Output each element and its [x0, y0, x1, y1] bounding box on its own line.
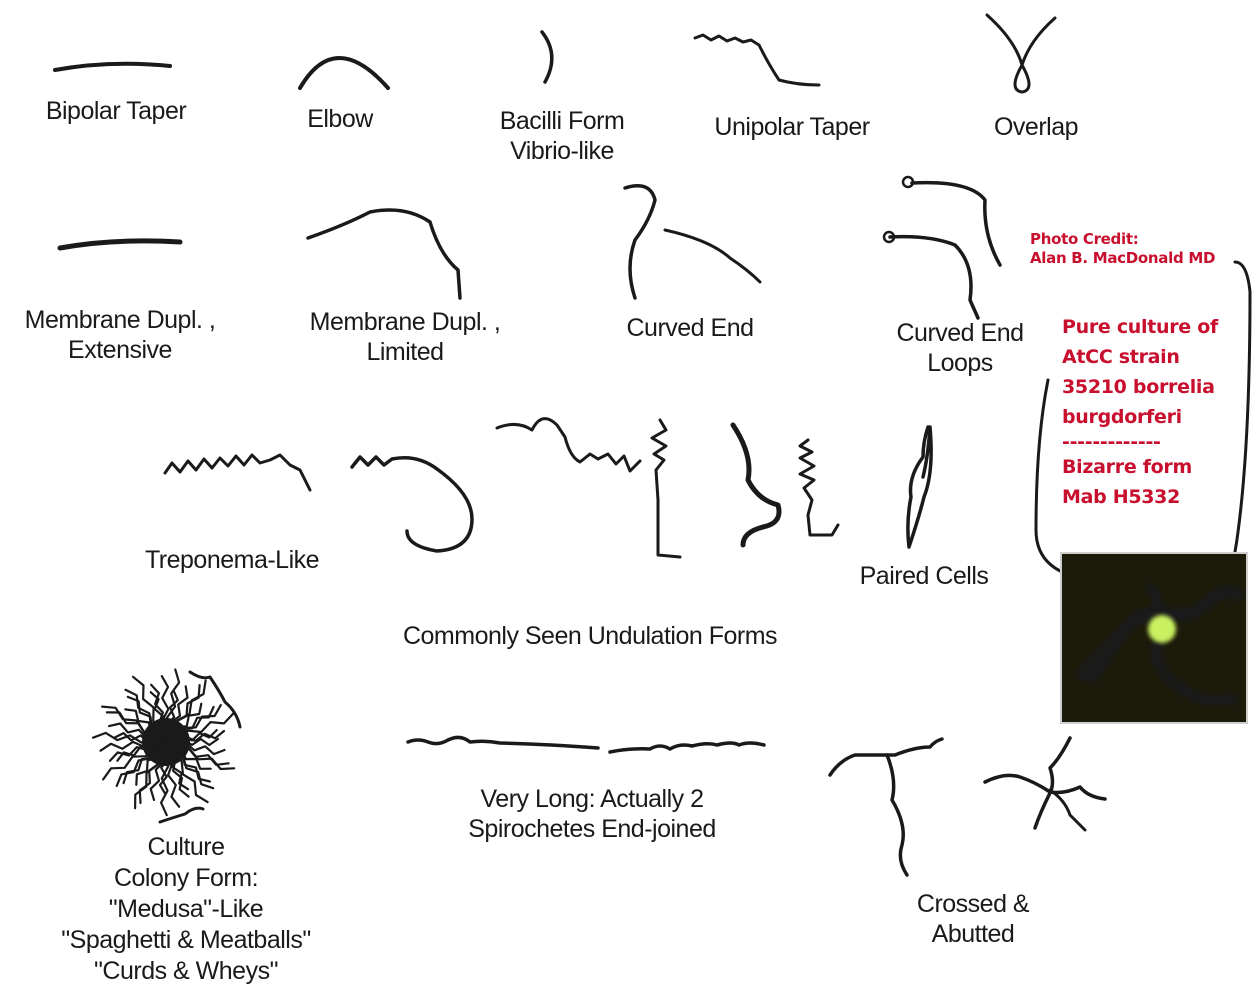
label-text: Elbow — [307, 104, 373, 134]
curved-end-shape-1 — [625, 186, 655, 298]
membrane-limited-label: Membrane Dupl. , Limited — [310, 307, 501, 367]
label-text: Bacilli Form — [500, 106, 625, 136]
photo-credit-annotation: Photo Credit: Alan B. MacDonald MD — [1030, 230, 1215, 268]
unipolar-taper-shape — [695, 35, 819, 85]
fluorescent-spirochetes-image — [1062, 554, 1246, 722]
undulation-shape-4 — [733, 425, 779, 545]
curved-end-loops-label: Curved End Loops — [896, 318, 1023, 378]
label-text: Bipolar Taper — [46, 96, 186, 126]
label-text: Curved End — [626, 313, 753, 343]
unipolar-taper-label: Unipolar Taper — [714, 112, 869, 142]
crossed-abutted-label: Crossed & Abutted — [917, 889, 1029, 949]
very-long-spirochete-1 — [408, 737, 598, 748]
label-text: Very Long: Actually 2 — [468, 784, 716, 814]
very-long-label: Very Long: Actually 2 Spirochetes End-jo… — [468, 784, 716, 844]
label-text: Unipolar Taper — [714, 112, 869, 142]
bacilli-form-label: Bacilli Form Vibrio-like — [500, 106, 625, 166]
abutted-shape-2 — [1035, 738, 1070, 828]
bipolar-taper-label: Bipolar Taper — [46, 96, 186, 126]
label-text: Loops — [896, 348, 1023, 378]
separator-line: ------------- — [1062, 432, 1218, 452]
culture-line: AtCC strain — [1062, 342, 1218, 372]
label-text: Vibrio-like — [500, 136, 625, 166]
abutted-shape-3 — [1050, 790, 1085, 830]
elbow-label: Elbow — [307, 104, 373, 134]
label-text: Spirochetes End-joined — [468, 814, 716, 844]
curved-loops-shape-1 — [912, 183, 1000, 265]
label-text: Colony Form: — [61, 863, 310, 894]
culture-line: Pure culture of — [1062, 312, 1218, 342]
bipolar-taper-shape — [55, 64, 170, 70]
undulation-caption: Commonly Seen Undulation Forms — [403, 621, 777, 651]
culture-line: burgdorferi — [1062, 402, 1218, 432]
culture-annotation: Pure culture of AtCC strain 35210 borrel… — [1062, 312, 1218, 512]
label-text: Abutted — [917, 919, 1029, 949]
label-text: Limited — [310, 337, 501, 367]
label-text: Extensive — [25, 335, 216, 365]
culture-line: 35210 borrelia — [1062, 372, 1218, 402]
crossed-shape-2 — [887, 755, 907, 875]
label-text: Overlap — [994, 112, 1078, 142]
curved-loops-shape-2 — [890, 237, 978, 318]
annotation-arrow-right — [1223, 262, 1250, 592]
membrane-extensive-label: Membrane Dupl. , Extensive — [25, 305, 216, 365]
micrograph-photo — [1060, 552, 1248, 724]
bacilli-form-shape — [542, 32, 552, 82]
paired-cells-label: Paired Cells — [860, 561, 989, 591]
credit-line: Photo Credit: — [1030, 230, 1215, 249]
undulation-shape-1 — [352, 457, 472, 551]
curved-end-shape-2 — [665, 230, 760, 282]
treponema-shape — [165, 455, 310, 490]
curved-end-label: Curved End — [626, 313, 753, 343]
undulation-shape-2 — [497, 419, 640, 471]
label-text: Culture — [61, 832, 310, 863]
credit-line: Alan B. MacDonald MD — [1030, 249, 1215, 268]
label-text: Crossed & — [917, 889, 1029, 919]
overlap-shape — [987, 15, 1055, 92]
label-text: Treponema-Like — [145, 545, 319, 575]
paired-cells-shape — [908, 427, 931, 547]
label-text: "Spaghetti & Meatballs" — [61, 925, 310, 956]
label-text: "Curds & Wheys" — [61, 956, 310, 987]
bizarre-line: Mab H5332 — [1062, 482, 1218, 512]
elbow-shape — [300, 58, 388, 88]
medusa-colony-shape — [93, 670, 234, 816]
undulation-shape-3 — [652, 420, 680, 557]
bizarre-line: Bizarre form — [1062, 452, 1218, 482]
treponema-label: Treponema-Like — [145, 545, 319, 575]
undulation-shape-5 — [800, 440, 838, 535]
label-text: Commonly Seen Undulation Forms — [403, 621, 777, 651]
very-long-spirochete-2 — [610, 743, 764, 752]
abutted-shape-1 — [985, 775, 1105, 799]
label-text: "Medusa"-Like — [61, 894, 310, 925]
label-text: Paired Cells — [860, 561, 989, 591]
culture-colony-label: Culture Colony Form: "Medusa"-Like "Spag… — [61, 832, 310, 987]
label-text: Membrane Dupl. , — [310, 307, 501, 337]
label-text: Curved End — [896, 318, 1023, 348]
membrane-extensive-shape — [60, 241, 180, 248]
overlap-label: Overlap — [994, 112, 1078, 142]
membrane-limited-shape — [308, 210, 460, 298]
label-text: Membrane Dupl. , — [25, 305, 216, 335]
